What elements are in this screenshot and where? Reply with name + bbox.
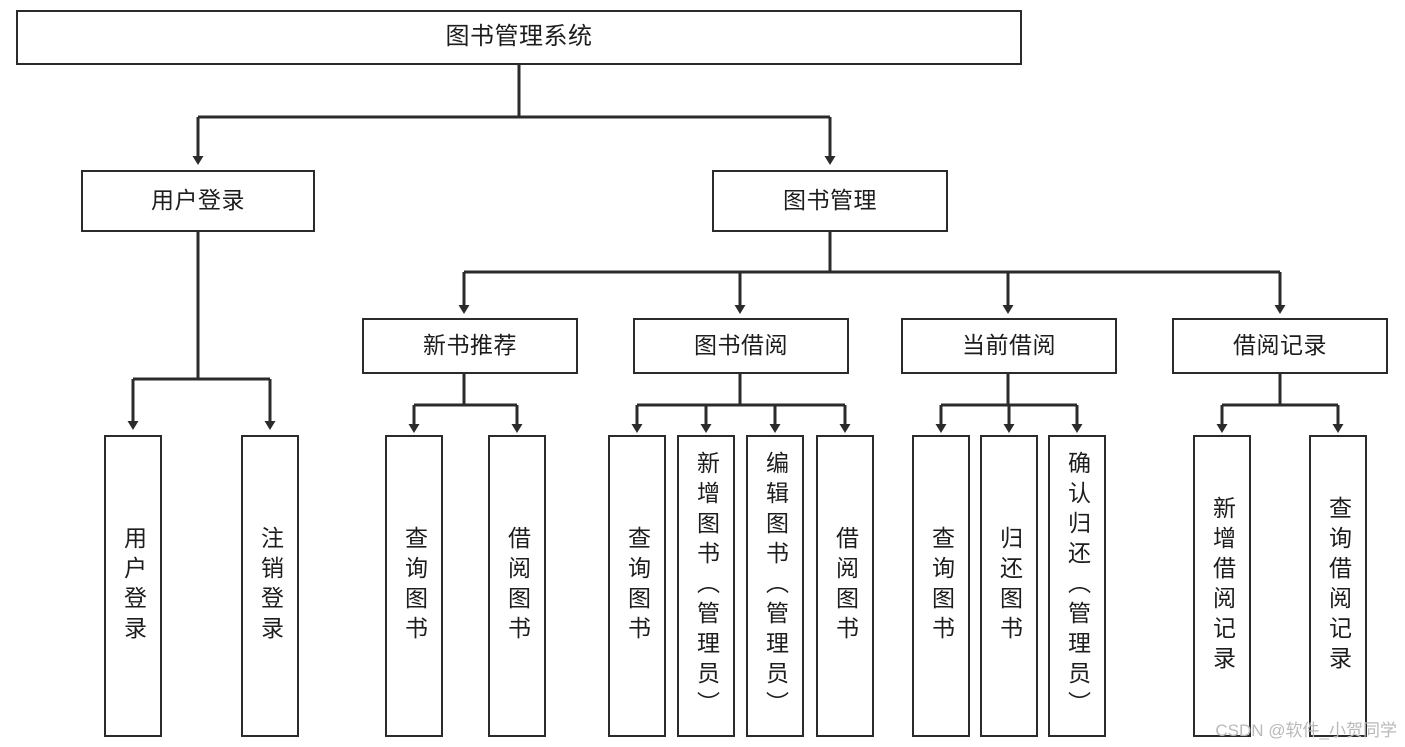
node-leaf-add-record-label: 新增借阅记录 xyxy=(1209,496,1236,676)
node-leaf-logout[interactable]: 注销登录 xyxy=(241,435,299,737)
node-leaf-query-book-3[interactable]: 查询图书 xyxy=(912,435,970,737)
node-leaf-borrow-book-2-label: 借阅图书 xyxy=(832,526,859,646)
node-leaf-add-record[interactable]: 新增借阅记录 xyxy=(1193,435,1251,737)
node-user-login[interactable]: 用户登录 xyxy=(81,170,315,232)
node-leaf-borrow-book-1-label: 借阅图书 xyxy=(504,526,531,646)
node-new-book-rec[interactable]: 新书推荐 xyxy=(362,318,578,374)
node-leaf-user-login[interactable]: 用户登录 xyxy=(104,435,162,737)
node-current-borrow[interactable]: 当前借阅 xyxy=(901,318,1117,374)
node-book-borrow-label: 图书借阅 xyxy=(694,332,788,359)
node-user-login-label: 用户登录 xyxy=(151,187,245,214)
node-book-borrow[interactable]: 图书借阅 xyxy=(633,318,849,374)
node-leaf-edit-book-label: 编辑图书（管理员） xyxy=(762,451,789,721)
node-borrow-record-label: 借阅记录 xyxy=(1233,332,1327,359)
node-leaf-query-book-1-label: 查询图书 xyxy=(401,526,428,646)
node-leaf-borrow-book-1[interactable]: 借阅图书 xyxy=(488,435,546,737)
node-root-label: 图书管理系统 xyxy=(445,23,593,51)
node-new-book-rec-label: 新书推荐 xyxy=(423,332,517,359)
node-leaf-logout-label: 注销登录 xyxy=(257,526,284,646)
node-leaf-user-login-label: 用户登录 xyxy=(120,526,147,646)
node-leaf-query-book-2-label: 查询图书 xyxy=(624,526,651,646)
node-leaf-confirm-return-label: 确认归还（管理员） xyxy=(1064,451,1091,721)
node-root[interactable]: 图书管理系统 xyxy=(16,10,1022,65)
node-leaf-query-record[interactable]: 查询借阅记录 xyxy=(1309,435,1367,737)
csdn-watermark: CSDN @软件_小贺同学 xyxy=(1215,721,1397,740)
node-leaf-query-book-2[interactable]: 查询图书 xyxy=(608,435,666,737)
node-borrow-record[interactable]: 借阅记录 xyxy=(1172,318,1388,374)
node-leaf-query-book-3-label: 查询图书 xyxy=(928,526,955,646)
node-leaf-return-book[interactable]: 归还图书 xyxy=(980,435,1038,737)
node-book-manage[interactable]: 图书管理 xyxy=(712,170,948,232)
node-leaf-add-book[interactable]: 新增图书（管理员） xyxy=(677,435,735,737)
node-leaf-add-book-label: 新增图书（管理员） xyxy=(693,451,720,721)
node-leaf-query-book-1[interactable]: 查询图书 xyxy=(385,435,443,737)
node-leaf-borrow-book-2[interactable]: 借阅图书 xyxy=(816,435,874,737)
node-leaf-confirm-return[interactable]: 确认归还（管理员） xyxy=(1048,435,1106,737)
node-leaf-return-book-label: 归还图书 xyxy=(996,526,1023,646)
node-current-borrow-label: 当前借阅 xyxy=(962,332,1056,359)
node-leaf-query-record-label: 查询借阅记录 xyxy=(1325,496,1352,676)
node-book-manage-label: 图书管理 xyxy=(783,187,877,214)
node-leaf-edit-book[interactable]: 编辑图书（管理员） xyxy=(746,435,804,737)
